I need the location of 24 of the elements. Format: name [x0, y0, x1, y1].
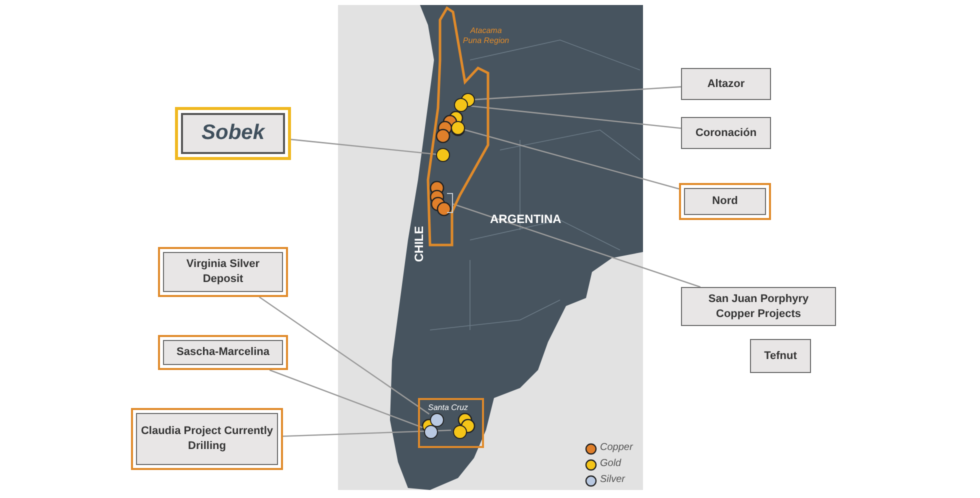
callout-box: Sobek: [175, 107, 291, 160]
country-label: ARGENTINA: [490, 212, 562, 226]
callout-box: Nord: [679, 183, 771, 220]
region-label: Atacama Puna Region: [462, 26, 510, 47]
callout-box: Altazor: [681, 68, 771, 100]
callout-box: San Juan Porphyry Copper Projects: [681, 287, 836, 326]
leader-line: [464, 129, 680, 190]
leader-line: [452, 203, 701, 288]
legend-label: Copper: [600, 442, 633, 453]
leader-line: [258, 296, 430, 415]
callout-box: Virginia Silver Deposit: [158, 247, 288, 297]
country-label: CHILE: [412, 226, 426, 262]
leader-line: [290, 138, 436, 155]
legend-label: Gold: [600, 458, 622, 469]
leader-line: [474, 86, 682, 100]
legend-label: Silver: [600, 474, 626, 485]
bracket-marker: [447, 193, 453, 213]
callout-box: Coronación: [681, 117, 771, 149]
region-label: Santa Cruz: [428, 403, 468, 412]
callout-box: Tefnut: [750, 339, 811, 373]
region-frame: [418, 398, 484, 448]
callout-box: Sascha-Marcelina: [158, 335, 288, 370]
leader-line: [269, 369, 423, 428]
callout-box: Claudia Project Currently Drilling: [131, 408, 283, 470]
